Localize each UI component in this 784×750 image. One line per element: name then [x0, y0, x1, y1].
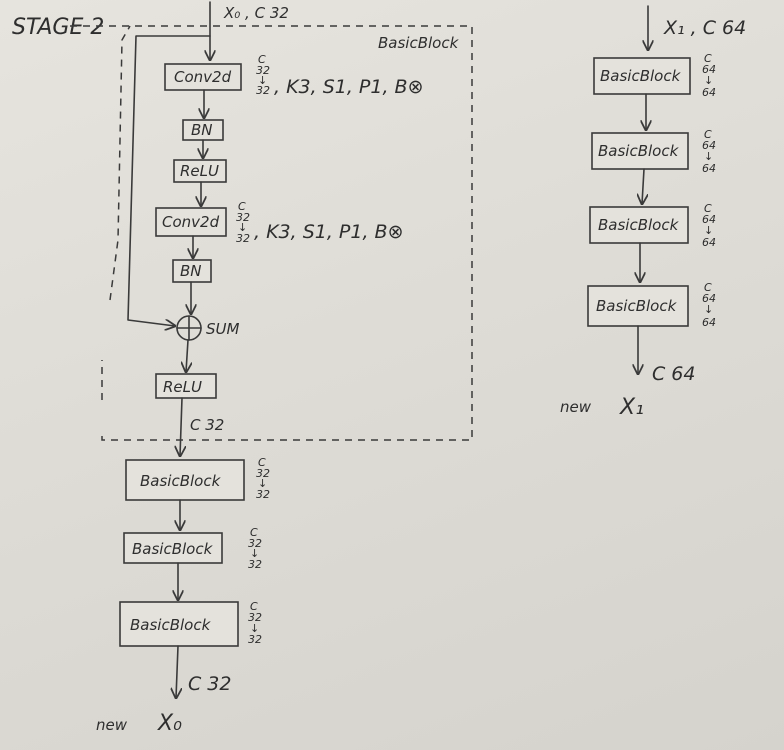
- right-block-3-in: 64: [702, 213, 716, 226]
- left-output-arrow: [176, 645, 178, 698]
- relu-2-box: [155, 373, 217, 399]
- right-block-4-c: C: [704, 281, 712, 294]
- conv2d-2-arrow: ↓: [238, 221, 247, 234]
- left-output-label: C 32: [188, 673, 231, 695]
- arrow-sum-relu2: [186, 339, 188, 372]
- conv2d-2-params: , K3, S1, P1, B⊗: [254, 221, 404, 243]
- bn-1-label: BN: [191, 121, 213, 139]
- right-new-word: new: [560, 398, 592, 416]
- relu-2-label: ReLU: [163, 378, 202, 396]
- right-block-2: BasicBlock C 64 ↓ 64: [591, 128, 716, 175]
- right-new-var: X₁: [619, 395, 644, 420]
- right-arrow-2-3: [642, 168, 644, 204]
- left-block-3-in: 32: [248, 611, 262, 624]
- conv2d-1-label: Conv2d: [174, 68, 232, 86]
- left-block-3-arrow: ↓: [250, 622, 259, 635]
- stage-title: STAGE 2: [12, 15, 104, 40]
- arrow-relu2-block1: [180, 397, 182, 456]
- bn-2-label: BN: [180, 262, 202, 280]
- left-block-1-out: 32: [256, 488, 270, 501]
- left-input-label: X₀ , C 32: [223, 4, 289, 22]
- left-block-1-box: [125, 459, 245, 501]
- right-block-1-label: BasicBlock: [600, 67, 682, 85]
- left-block-2-in: 32: [248, 537, 262, 550]
- right-block-2-label: BasicBlock: [598, 142, 680, 160]
- right-block-1-box: [593, 57, 691, 95]
- right-block-2-in: 64: [702, 139, 716, 152]
- left-block-1-in: 32: [256, 467, 270, 480]
- right-block-1-in: 64: [702, 63, 716, 76]
- left-block-2-arrow: ↓: [250, 547, 259, 560]
- left-block-1-c: C: [258, 456, 266, 469]
- skip-connection-arrow: [127, 35, 211, 326]
- right-block-1-arrow: ↓: [704, 74, 713, 87]
- conv2d-1-box: [164, 63, 242, 91]
- left-block-3-out: 32: [248, 633, 262, 646]
- right-block-1-c: C: [704, 52, 712, 65]
- conv2d-1-in: 32: [256, 64, 270, 77]
- right-input-label: X₁ , C 64: [663, 17, 746, 39]
- conv2d-1-arrow: ↓: [258, 74, 267, 87]
- after-relu-label: C 32: [190, 416, 224, 434]
- conv2d-2-label: Conv2d: [162, 213, 220, 231]
- right-block-1-out: 64: [702, 86, 716, 99]
- right-block-1: BasicBlock C 64 ↓ 64: [593, 52, 716, 99]
- right-block-3-out: 64: [702, 236, 716, 249]
- conv2d-1-params: , K3, S1, P1, B⊗: [274, 76, 424, 98]
- left-block-3-label: BasicBlock: [130, 616, 212, 634]
- basic-block-caption: BasicBlock: [378, 34, 460, 52]
- right-block-4: BasicBlock C 64 ↓ 64: [587, 281, 716, 329]
- right-block-4-label: BasicBlock: [596, 297, 678, 315]
- right-block-3-box: [589, 206, 689, 244]
- right-block-3-arrow: ↓: [704, 224, 713, 237]
- right-block-4-out: 64: [702, 316, 716, 329]
- left-new-word: new: [96, 716, 128, 734]
- right-block-2-out: 64: [702, 162, 716, 175]
- right-block-4-box: [587, 285, 689, 327]
- left-block-3: BasicBlock C 32 ↓ 32: [119, 600, 262, 647]
- left-new-var: X₀: [157, 711, 182, 736]
- right-block-2-c: C: [704, 128, 712, 141]
- conv2d-2-out: 32: [236, 232, 250, 245]
- right-block-2-arrow: ↓: [704, 150, 713, 163]
- left-block-2: BasicBlock C 32 ↓ 32: [123, 526, 262, 571]
- basic-block-dashed-boundary: [70, 25, 473, 441]
- right-block-3-label: BasicBlock: [598, 216, 680, 234]
- conv2d-2-c: C: [238, 200, 246, 213]
- right-block-4-in: 64: [702, 292, 716, 305]
- left-block-1: BasicBlock C 32 ↓ 32: [125, 456, 270, 501]
- bn-2-box: [172, 259, 212, 283]
- conv2d-2-in: 32: [236, 211, 250, 224]
- relu-1-label: ReLU: [180, 162, 219, 180]
- left-block-2-label: BasicBlock: [132, 540, 214, 558]
- relu-1-box: [173, 159, 227, 183]
- left-block-3-box: [119, 601, 239, 647]
- conv2d-1-out: 32: [256, 84, 270, 97]
- sum-label: SUM: [206, 320, 240, 338]
- left-block-1-arrow: ↓: [258, 477, 267, 490]
- left-block-2-c: C: [250, 526, 258, 539]
- right-block-3: BasicBlock C 64 ↓ 64: [589, 202, 716, 249]
- right-block-2-box: [591, 132, 689, 170]
- left-block-2-box: [123, 532, 223, 564]
- right-output-label: C 64: [652, 363, 695, 385]
- left-block-1-label: BasicBlock: [140, 472, 222, 490]
- conv2d-2-box: [155, 207, 227, 237]
- left-block-3-c: C: [250, 600, 258, 613]
- left-block-2-out: 32: [248, 558, 262, 571]
- conv2d-1-c: C: [258, 53, 266, 66]
- right-block-3-c: C: [704, 202, 712, 215]
- right-block-4-arrow: ↓: [704, 303, 713, 316]
